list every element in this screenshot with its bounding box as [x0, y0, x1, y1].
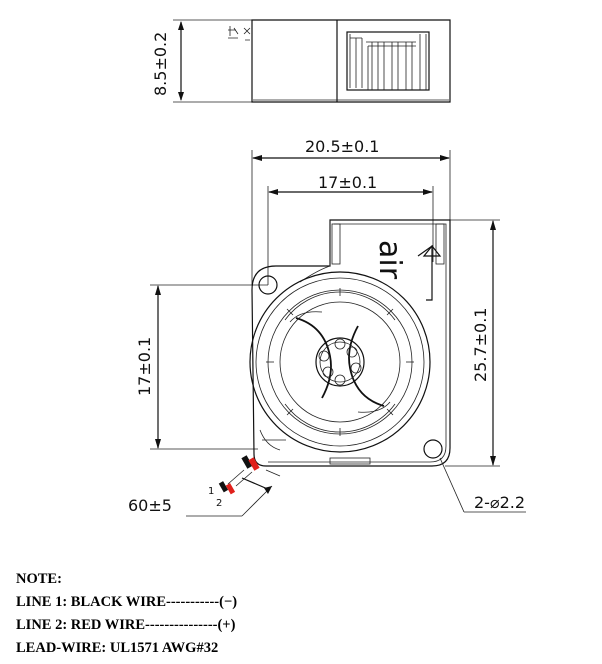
hole-callout: 2-⌀2.2: [439, 457, 526, 513]
side-view: 8.5±0.2: [151, 19, 451, 103]
note-lead-wire: LEAD-WIRE: UL1571 AWG#32: [16, 640, 219, 656]
note-title: NOTE:: [16, 571, 62, 587]
dim-height-label: 8.5±0.2: [151, 32, 170, 96]
lead-wires: 1 2 60±5: [128, 455, 281, 517]
hole-label: 2-⌀2.2: [474, 493, 525, 512]
dim-inner-width-label: 17±0.1: [318, 173, 377, 192]
wire-1-label: 1: [208, 486, 214, 497]
airflow-label: air: [372, 240, 407, 280]
note-line-1: LINE 1: BLACK WIRE-----------(−): [16, 594, 238, 610]
wire-2-label: 2: [216, 498, 222, 509]
right-dimension: 25.7±0.1: [445, 219, 500, 467]
wire-length-label: 60±5: [128, 496, 172, 515]
dim-right-height-label: 25.7±0.1: [471, 308, 490, 382]
fan-top-view: air: [249, 219, 451, 467]
dim-left-height-label: 17±0.1: [135, 337, 154, 396]
note-line-2: LINE 2: RED WIRE---------------(+): [16, 617, 236, 633]
note-block: NOTE: LINE 1: BLACK WIRE-----------(−) L…: [16, 568, 237, 660]
dim-outer-width-label: 20.5±0.1: [305, 137, 379, 156]
top-dimensions: 20.5±0.1 17±0.1: [251, 137, 451, 285]
left-dimension: 17±0.1: [135, 284, 268, 450]
